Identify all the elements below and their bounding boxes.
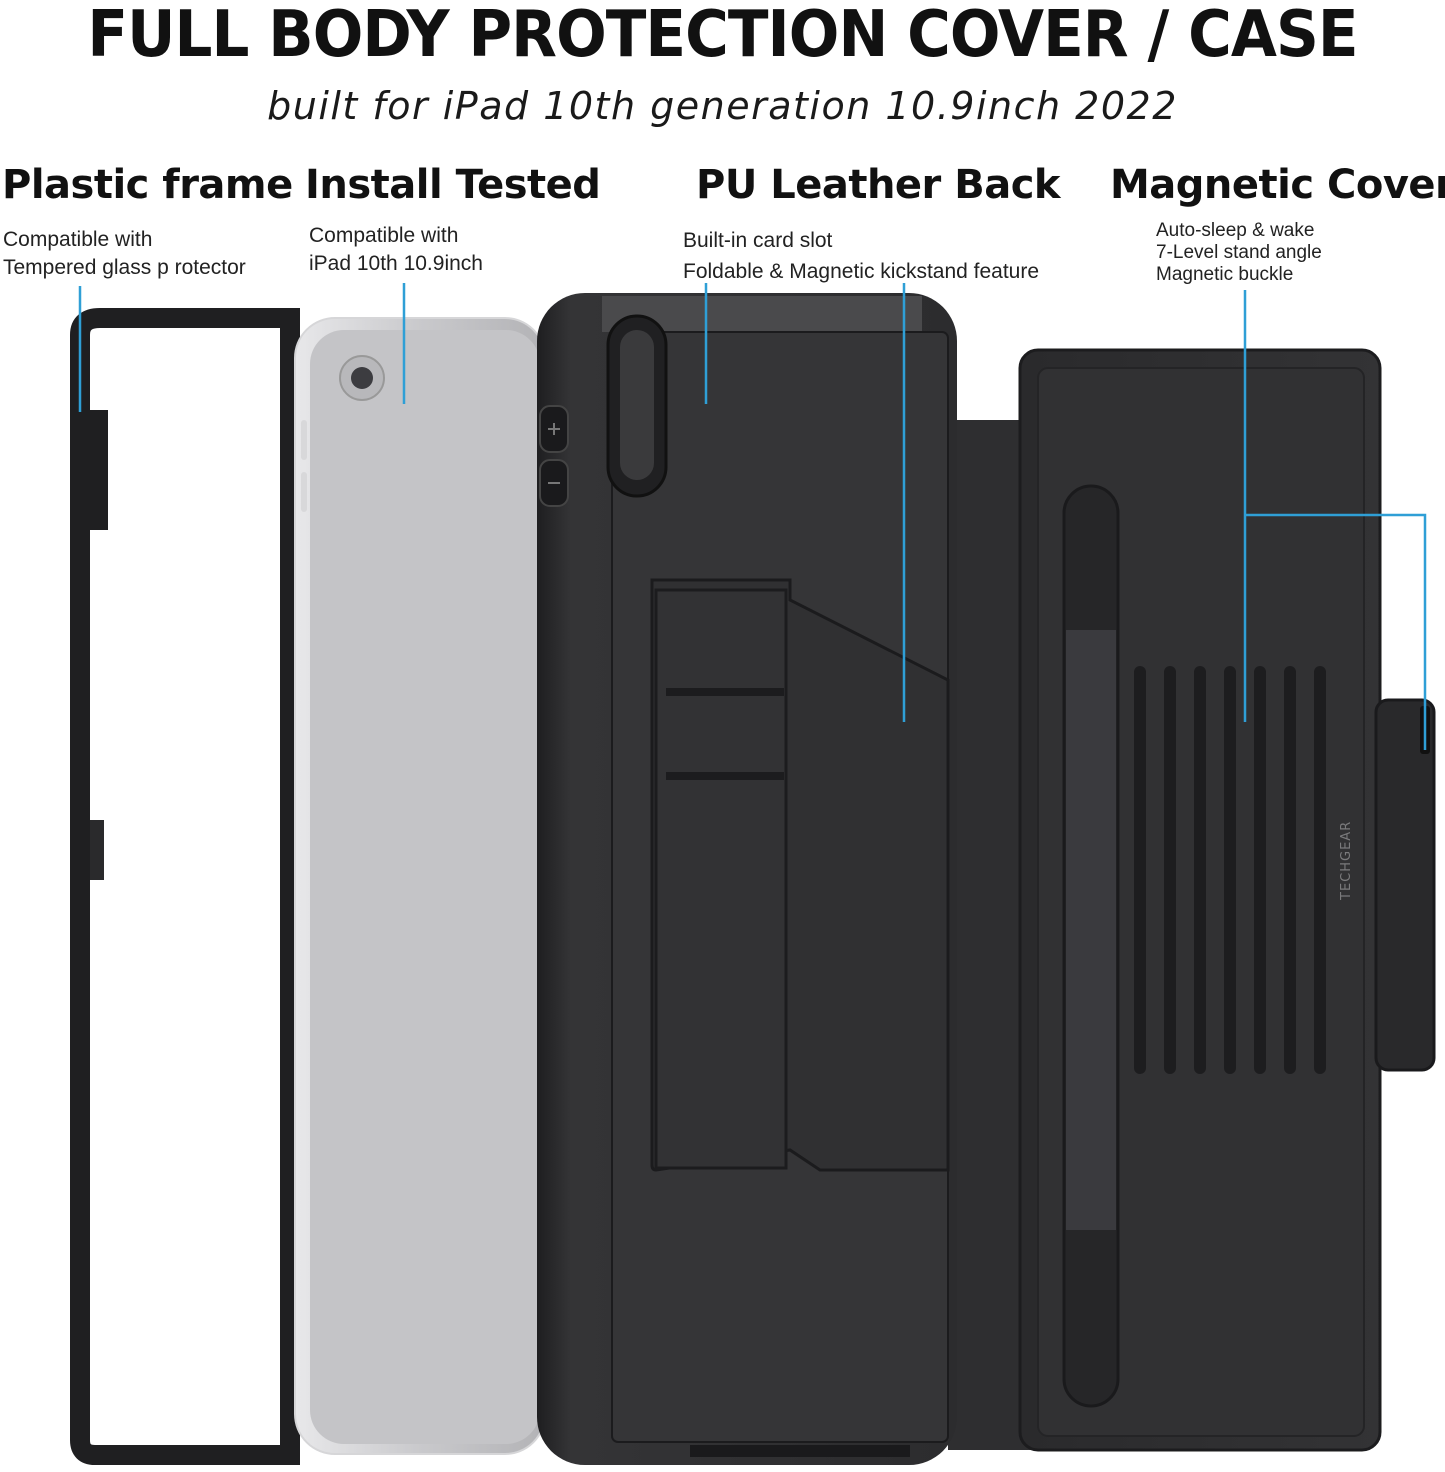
feature-heading-install-tested: Install Tested (305, 162, 601, 208)
plastic-frame (70, 308, 300, 1465)
feature-line: Compatible with (309, 224, 459, 247)
page-title: FULL BODY PROTECTION COVER / CASE (87, 0, 1358, 72)
callout-lines (78, 283, 1427, 750)
feature-line: iPad 10th 10.9inch (309, 252, 483, 275)
feature-desc-install-tested: Compatible with iPad 10th 10.9inch (309, 222, 483, 278)
feature-desc-plastic-frame: Compatible with Tempered glass p rotecto… (3, 226, 246, 282)
feature-line: Compatible with (3, 228, 153, 251)
feature-line: Auto-sleep & wake (1156, 220, 1315, 241)
feature-heading-magnetic-cover: Magnetic Cover (1110, 162, 1445, 208)
feature-line: 7-Level stand angle (1156, 242, 1322, 263)
feature-line: Magnetic buckle (1156, 264, 1294, 285)
feature-desc-pu-leather-back: Built-in card slot Foldable & Magnetic k… (683, 225, 1039, 287)
feature-desc-magnetic-cover: Auto-sleep & wake 7-Level stand angle Ma… (1156, 220, 1322, 286)
feature-heading-pu-leather-back: PU Leather Back (696, 162, 1061, 208)
case-back (537, 293, 957, 1465)
feature-line: Built-in card slot (683, 229, 833, 252)
feature-line: Tempered glass p rotector (3, 256, 246, 279)
feature-heading-plastic-frame: Plastic frame (2, 162, 293, 208)
feature-line: Foldable & Magnetic kickstand feature (683, 260, 1040, 283)
magnetic-cover: TECHGEAR (1018, 348, 1436, 1452)
page-subtitle: built for iPad 10th generation 10.9inch … (267, 84, 1178, 128)
brand-logo: TECHGEAR (1339, 821, 1354, 901)
ipad-device (294, 317, 546, 1455)
